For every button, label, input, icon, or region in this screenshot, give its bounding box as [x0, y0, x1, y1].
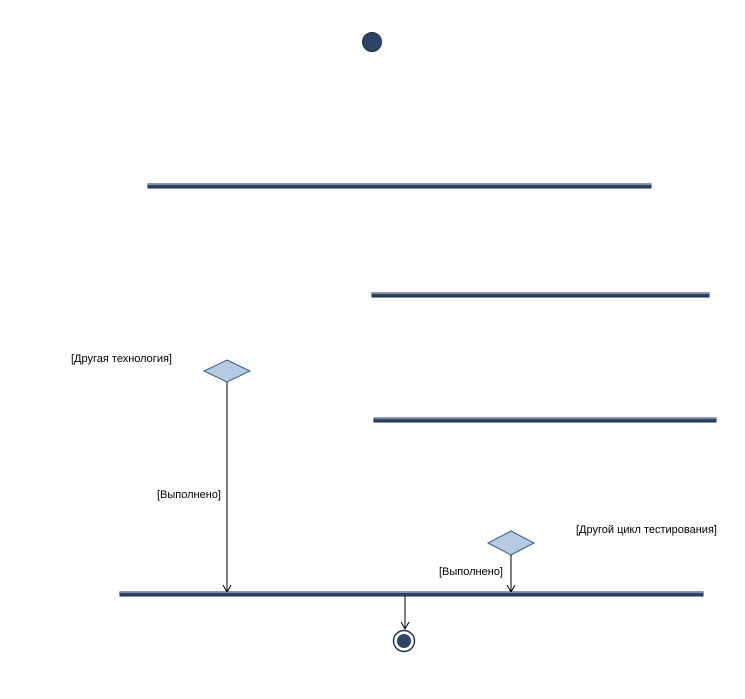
- fork-bar-middle[interactable]: [371, 292, 710, 298]
- guard-other-test-cycle: [Другой цикл тестирования]: [576, 524, 717, 536]
- fork-bar-lower[interactable]: [373, 417, 717, 423]
- decision-diamond-technology[interactable]: [202, 359, 252, 383]
- fork-bar-top[interactable]: [147, 183, 652, 189]
- final-node[interactable]: [392, 629, 416, 653]
- arrowhead-final: [400, 621, 410, 631]
- decision-diamond-test-cycle[interactable]: [486, 530, 536, 556]
- guard-other-technology: [Другая технология]: [71, 353, 172, 365]
- guard-done-left: [Выполнено]: [157, 489, 221, 501]
- initial-node[interactable]: [362, 32, 382, 52]
- join-bar[interactable]: [119, 591, 704, 597]
- guard-done-right: [Выполнено]: [439, 566, 503, 578]
